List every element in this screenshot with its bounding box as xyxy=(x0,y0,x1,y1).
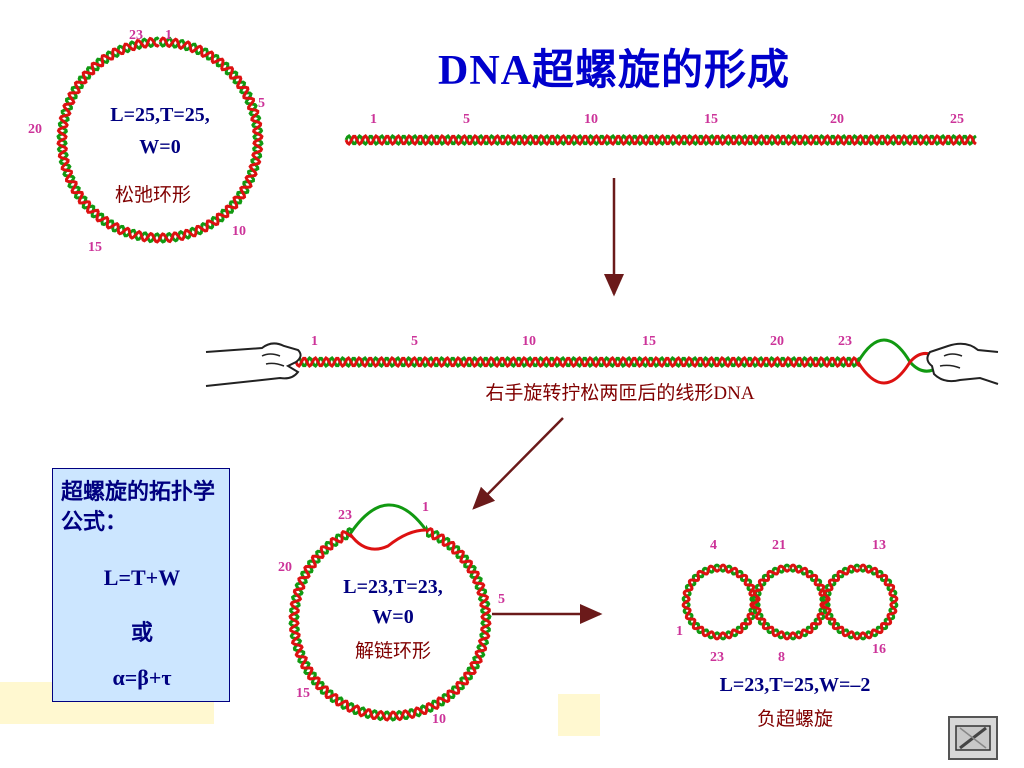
tick-label: 5 xyxy=(463,112,470,127)
strand-red xyxy=(56,36,264,244)
formula-box: 超螺旋的拓扑学公式： L=T+W 或 α=β+τ xyxy=(52,468,230,702)
tick-label: 20 xyxy=(830,112,844,127)
strand-red xyxy=(751,563,829,641)
formula-heading: 超螺旋的拓扑学公式： xyxy=(61,479,216,534)
bubble-strand-red xyxy=(348,528,427,551)
unwound-circular-dna xyxy=(288,500,492,722)
supercoil-caption: 负超螺旋 xyxy=(756,709,833,730)
tick-label: 10 xyxy=(232,224,246,239)
formula-or: 或 xyxy=(130,620,153,645)
strand-red xyxy=(294,356,861,368)
tick-label: 1 xyxy=(422,500,429,515)
tick-label: 23 xyxy=(338,508,352,523)
relaxed-circular-dna xyxy=(56,36,264,244)
tick-label: 10 xyxy=(522,334,536,349)
formula-eq2: α=β+τ xyxy=(112,665,172,690)
linear-dna-top xyxy=(344,134,977,146)
tick-label: 5 xyxy=(258,96,265,111)
tick-label: 15 xyxy=(296,686,310,701)
strand-red xyxy=(344,134,977,146)
tick-label: 10 xyxy=(432,712,446,727)
tick-label: 20 xyxy=(28,122,42,137)
tick-label: 1 xyxy=(165,28,172,43)
tick-label: 21 xyxy=(772,538,786,553)
strand-red xyxy=(821,563,899,641)
tick-label: 15 xyxy=(642,334,656,349)
linear-unwound-caption: 右手旋转拧松两匝后的线形DNA xyxy=(485,383,755,404)
page-title: DNA超螺旋的形成 xyxy=(438,48,790,94)
relaxed-caption: 松弛环形 xyxy=(114,185,191,206)
tick-label: 1 xyxy=(370,112,377,127)
next-slide-button[interactable] xyxy=(948,716,998,760)
strand-red xyxy=(681,563,759,641)
relaxed-params-w: W=0 xyxy=(139,136,181,158)
tick-label: 1 xyxy=(311,334,318,349)
formula-eq1: L=T+W xyxy=(103,565,181,590)
tick-label: 20 xyxy=(278,560,292,575)
tick-label: 5 xyxy=(498,592,505,607)
tick-label: 15 xyxy=(704,112,718,127)
tick-label: 23 xyxy=(710,650,724,665)
next-slide-icon xyxy=(955,725,991,751)
hand-right-icon xyxy=(926,342,999,385)
diagonal-arrow xyxy=(472,417,564,510)
tick-label: 20 xyxy=(770,334,784,349)
unwound-caption: 解链环形 xyxy=(354,641,431,662)
supercoil-params: L=23,T=25,W=–2 xyxy=(719,674,871,696)
footer-shade xyxy=(558,694,600,736)
negative-supercoil-dna xyxy=(681,563,899,641)
tick-label: 4 xyxy=(710,538,717,553)
tick-label: 13 xyxy=(872,538,886,553)
tick-label: 25 xyxy=(950,112,964,127)
unwound-params: L=23,T=23, xyxy=(343,576,443,598)
tick-label: 15 xyxy=(88,240,102,255)
tick-label: 23 xyxy=(129,28,143,43)
unwound-params-w: W=0 xyxy=(372,606,414,628)
tick-label: 23 xyxy=(838,334,852,349)
tick-label: 16 xyxy=(872,642,886,657)
tick-label: 1 xyxy=(676,624,683,639)
relaxed-params: L=25,T=25, xyxy=(110,104,210,126)
bubble-strand-green xyxy=(348,503,428,535)
tick-label: 5 xyxy=(411,334,418,349)
tick-label: 10 xyxy=(584,112,598,127)
tick-label: 8 xyxy=(778,650,785,665)
hand-left-icon xyxy=(205,342,302,387)
strand-red xyxy=(288,518,492,722)
